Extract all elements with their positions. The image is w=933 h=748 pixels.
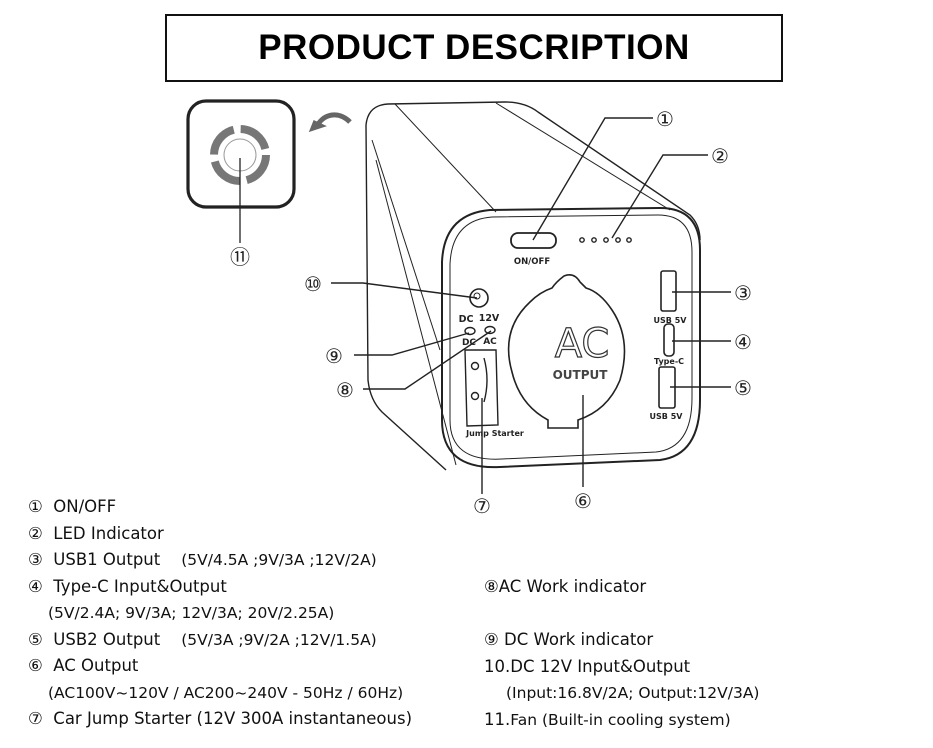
legend-item: (Input:16.8V/2A; Output:12V/3A) (484, 680, 759, 707)
legend-label: Type-C Input&Output (53, 576, 227, 596)
ac-work-indicator (484, 325, 496, 335)
legend-left: ① ON/OFF ② LED Indicator ③ USB1 Output (… (28, 494, 412, 733)
page-title: PRODUCT DESCRIPTION (258, 28, 690, 67)
legend-marker: ⑨ (484, 630, 499, 649)
legend-marker: ⑧ (484, 577, 499, 596)
dc-label: DC (459, 314, 474, 325)
legend-item: (5V/2.4A; 9V/3A; 12V/3A; 20V/2.25A) (28, 600, 412, 627)
12v-label: 12V (479, 313, 500, 324)
legend-marker: 11. (484, 709, 511, 729)
legend-label: ON/OFF (53, 497, 117, 516)
legend-label: LED Indicator (53, 523, 164, 543)
on-off-label: ON/OFF (514, 257, 550, 267)
on-off-button (510, 232, 557, 249)
ac-output-cover (507, 274, 626, 429)
legend-spec: (5V/3A ;9V/2A ;12V/1.5A) (181, 630, 377, 649)
legend-marker: ⑦ (28, 709, 43, 728)
legend-marker: ② (28, 523, 43, 543)
leader-8 (363, 330, 492, 390)
legend-spec: (Input:16.8V/2A; Output:12V/3A) (506, 684, 760, 702)
legend-item: ④ Type-C Input&Output (28, 574, 412, 601)
led-indicator (579, 237, 632, 243)
legend-item: ⑥ AC Output (28, 653, 412, 680)
legend-right: ⑧AC Work indicator ⑨ DC Work indicator 1… (484, 574, 759, 733)
legend-item: ③ USB1 Output (5V/4.5A ;9V/3A ;12V/2A) (28, 547, 412, 574)
device-body (365, 101, 701, 471)
leader-2 (611, 154, 708, 239)
legend-item: ⑧AC Work indicator (484, 574, 759, 601)
usb1-port (660, 270, 677, 312)
legend-label: AC Output (53, 656, 139, 675)
legend-item: 10.DC 12V Input&Output (484, 654, 759, 681)
legend-marker: ④ (28, 576, 43, 596)
legend-item: ⑨ DC Work indicator (484, 627, 759, 654)
legend-item: ⑦ Car Jump Starter (12V 300A instantaneo… (28, 706, 412, 733)
legend-label: USB2 Output (53, 629, 161, 649)
callout-7: ⑦ (473, 494, 491, 518)
output-label: OUTPUT (553, 368, 609, 382)
legend-marker: ⑤ (28, 629, 43, 649)
legend-label: Car Jump Starter (12V 300A instantaneous… (53, 709, 413, 728)
legend-spec: (AC100V~120V / AC200~240V - 50Hz / 60Hz) (48, 683, 404, 702)
callout-6: ⑥ (574, 489, 592, 513)
callout-8: ⑧ (336, 378, 354, 402)
ac-big-label: AC (555, 321, 610, 367)
legend-spacer (484, 601, 759, 628)
jump-starter-port (464, 349, 499, 427)
legend-label: AC Work indicator (498, 577, 647, 596)
legend-label: Fan (Built-in cooling system) (510, 710, 731, 729)
usb2-label: USB 5V (650, 412, 684, 421)
legend-item: ① ON/OFF (28, 494, 412, 521)
leader-10 (331, 282, 478, 299)
callout-3: ③ (734, 281, 752, 305)
legend-item: (AC100V~120V / AC200~240V - 50Hz / 60Hz) (28, 680, 412, 707)
ac-led-label: AC (483, 337, 497, 347)
type-c-label: Type-C (654, 357, 684, 366)
usb1-label: USB 5V (654, 316, 688, 325)
legend-marker: ① (28, 497, 43, 516)
dc-led-label: DC (462, 338, 476, 348)
legend-marker: ⑥ (28, 656, 43, 675)
callout-1: ① (656, 107, 674, 131)
callout-9: ⑨ (325, 344, 343, 368)
fan-frame (186, 99, 296, 209)
callout-5: ⑤ (734, 376, 752, 400)
callout-2: ② (711, 144, 729, 168)
legend-label: DC 12V Input&Output (510, 656, 691, 676)
legend-label: DC Work indicator (498, 630, 654, 649)
legend-label: USB1 Output (53, 550, 161, 569)
callout-11: ⑪ (230, 245, 250, 269)
leader-1 (532, 117, 653, 241)
legend-marker: ③ (28, 550, 43, 569)
legend-spec: (5V/4.5A ;9V/3A ;12V/2A) (181, 551, 377, 569)
legend-item: ② LED Indicator (28, 521, 412, 548)
jump-starter-label: Jump Starter (465, 429, 524, 438)
legend-item: ⑤ USB2 Output (5V/3A ;9V/2A ;12V/1.5A) (28, 627, 412, 654)
leader-9 (354, 332, 470, 356)
title-box: PRODUCT DESCRIPTION (165, 14, 783, 82)
fan-icon (210, 125, 270, 185)
legend-marker: 10. (484, 656, 511, 676)
callout-4: ④ (734, 330, 752, 354)
fan-inset (186, 99, 296, 243)
dc-work-indicator (464, 326, 476, 336)
callout-10: ⑩ (304, 272, 322, 296)
legend-spec: (5V/2.4A; 9V/3A; 12V/3A; 20V/2.25A) (48, 604, 335, 622)
type-c-port (663, 323, 675, 357)
dc-12v-port (469, 288, 489, 308)
legend-item: 11.Fan (Built-in cooling system) (484, 707, 759, 734)
